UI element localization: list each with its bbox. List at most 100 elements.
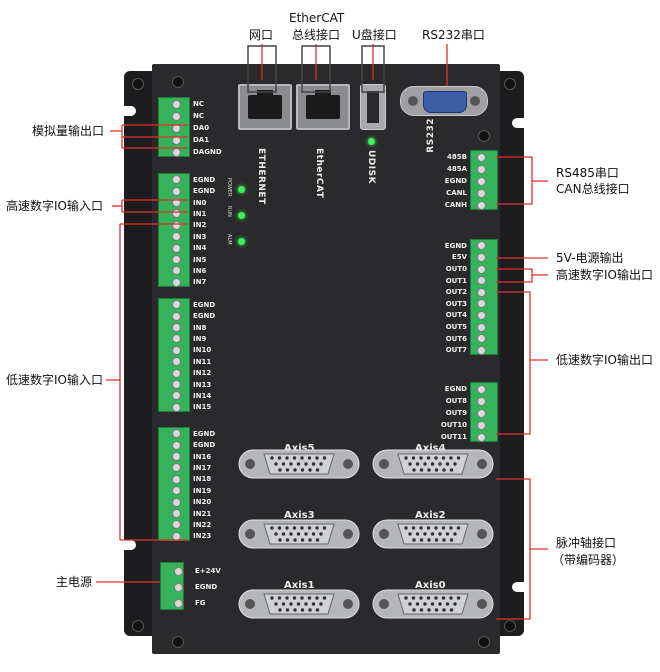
terminal-pin-label: CANL <box>446 189 467 197</box>
terminal-screw <box>477 299 486 309</box>
axis5-label: Axis5 <box>284 443 315 454</box>
db15-graphic <box>372 519 494 549</box>
terminal-pin-label: OUT7 <box>445 346 467 355</box>
terminal-pin-label: IN6 <box>193 266 207 275</box>
terminal-pin-label: EGND <box>193 300 216 309</box>
label-ethercat-line2: 总线接口 <box>292 28 341 42</box>
ethercat-port-label: EtherCAT <box>314 148 324 199</box>
terminal-pin-label: DA0 <box>193 124 210 132</box>
terminal-pin-label: CANH <box>444 201 467 209</box>
terminal-pin-label: E+24V <box>195 567 221 575</box>
ethernet-port-label: ETHERNET <box>256 148 266 205</box>
terminal-screw <box>172 402 181 412</box>
terminal-screw <box>172 520 181 530</box>
axis0-connector[interactable] <box>372 588 494 620</box>
terminal-screw <box>172 509 181 518</box>
mount-hole-right <box>512 118 530 128</box>
label-analog-output: 模拟量输出口 <box>32 124 105 138</box>
terminal-pin-label: OUT10 <box>440 421 467 429</box>
udisk-led <box>368 138 375 145</box>
terminal-pin-label: IN15 <box>193 403 212 412</box>
label-rs485-line1: RS485串口 <box>556 166 619 180</box>
axis4-connector[interactable] <box>372 448 494 480</box>
terminal-pin-label: NC <box>193 112 204 120</box>
terminal-screw <box>477 432 486 442</box>
terminal-screw <box>172 334 181 344</box>
label-ls-input: 低速数字IO输入口 <box>6 373 103 387</box>
label-main-power: 主电源 <box>56 575 93 589</box>
terminal-pin-label: OUT6 <box>445 334 467 343</box>
terminal-pin-label: IN20 <box>193 498 212 507</box>
screw-bottom-left <box>132 620 144 632</box>
terminal-screw <box>477 345 486 355</box>
rs232-port[interactable] <box>400 86 488 116</box>
terminal-pin-label: EGND <box>193 429 216 438</box>
screw-top-right <box>504 78 516 90</box>
label-rs485-line2: CAN总线接口 <box>556 182 630 196</box>
terminal-screw <box>172 497 181 507</box>
axis2-label: Axis2 <box>415 510 446 521</box>
terminal-pin-label: E5V <box>451 253 467 262</box>
screw-panel-top-left <box>172 76 184 88</box>
terminal-pin-label: 485A <box>446 165 467 173</box>
axis5-connector[interactable] <box>238 448 360 480</box>
terminal-screw <box>172 277 181 287</box>
udisk-label: UDISK <box>366 150 376 185</box>
terminal-screw <box>172 440 181 450</box>
power-led-label: POWER <box>226 178 232 197</box>
terminal-screw <box>477 384 486 394</box>
terminal-screw <box>477 152 486 162</box>
terminal-screw <box>172 486 181 496</box>
terminal-screw <box>477 176 486 186</box>
terminal-screw <box>477 408 486 418</box>
terminal-screw <box>174 582 183 592</box>
power-led <box>238 186 245 193</box>
terminal-screw <box>172 175 181 185</box>
terminal-pin-label: OUT8 <box>445 397 467 405</box>
terminal-screw <box>172 266 181 276</box>
axis4-label: Axis4 <box>415 443 446 454</box>
terminal-pin-label: OUT4 <box>445 311 467 320</box>
terminal-screw <box>172 123 181 133</box>
mount-hole-left-2 <box>118 540 136 550</box>
terminal-pin-label: IN14 <box>193 391 212 400</box>
axis0-label: Axis0 <box>415 580 446 591</box>
terminal-screw <box>174 566 183 576</box>
terminal-pin-label: IN21 <box>193 509 212 518</box>
terminal-pin-label: IN1 <box>193 209 207 218</box>
terminal-pin-label: EGND <box>444 385 467 393</box>
terminal-screw <box>477 334 486 344</box>
terminal-pin-label: NC <box>193 100 204 108</box>
mount-hole-left <box>118 106 136 116</box>
terminal-screw <box>172 209 181 219</box>
terminal-screw <box>477 322 486 332</box>
terminal-screw <box>172 243 181 253</box>
axis2-connector[interactable] <box>372 518 494 550</box>
terminal-screw <box>172 135 181 145</box>
axis1-connector[interactable] <box>238 588 360 620</box>
terminal-pin-label: IN7 <box>193 278 207 287</box>
terminal-pin-label: OUT3 <box>445 299 467 308</box>
terminal-pin-label: IN0 <box>193 198 207 207</box>
screw-bottom-right <box>504 620 516 632</box>
db15-graphic <box>238 589 360 619</box>
terminal-pin-label: OUT2 <box>445 288 467 297</box>
db15-graphic <box>238 449 360 479</box>
label-ls-output: 低速数字IO输出口 <box>556 353 653 367</box>
label-rs232: RS232串口 <box>422 28 485 42</box>
terminal-pin-label: EGND <box>193 175 216 184</box>
terminal-pin-label: IN9 <box>193 334 207 343</box>
terminal-screw <box>172 463 181 473</box>
terminal-screw <box>172 345 181 355</box>
terminal-pin-label: EGND <box>195 583 218 591</box>
terminal-screw <box>477 264 486 274</box>
terminal-pin-label: IN13 <box>193 380 212 389</box>
terminal-screw <box>477 276 486 286</box>
terminal-pin-label: IN19 <box>193 486 212 495</box>
axis3-connector[interactable] <box>238 518 360 550</box>
